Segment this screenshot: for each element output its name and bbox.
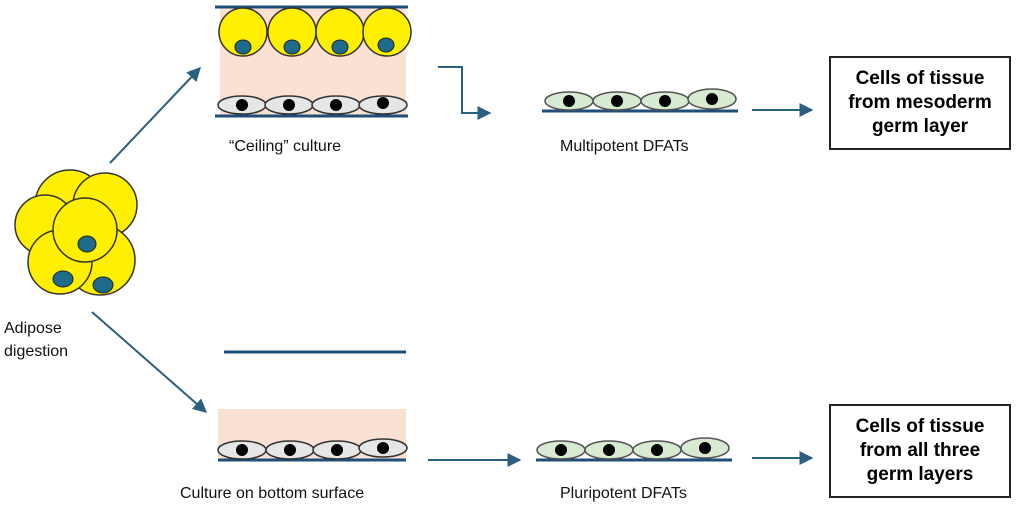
all-three-line-2: from all three <box>859 440 981 461</box>
ceiling-culture-label: “Ceiling” culture <box>229 138 342 155</box>
all-three-outcome-box: Cells of tissue from all three germ laye… <box>829 404 1011 498</box>
ceiling-adipocytes <box>218 7 412 57</box>
arrow-to-multipotent <box>438 66 492 120</box>
multipotent-dfats <box>542 88 738 113</box>
all-three-line-3: germ layers <box>866 464 974 485</box>
pluripotent-dfats <box>536 437 732 462</box>
ceiling-plated-cells <box>217 95 408 115</box>
adipocyte-cluster <box>14 169 138 296</box>
adipose-label-line1: Adipose <box>4 320 62 337</box>
all-three-line-1: Cells of tissue <box>855 416 985 437</box>
mesoderm-outcome-box: Cells of tissue from mesoderm germ layer <box>829 56 1011 150</box>
mesoderm-line-2: from mesoderm <box>848 92 992 113</box>
pluripotent-label: Pluripotent DFATs <box>560 485 687 502</box>
bottom-culture-label: Culture on bottom surface <box>180 485 365 502</box>
adipose-label-line2: digestion <box>4 343 69 360</box>
arrow-to-ceiling-culture <box>109 66 201 164</box>
flow-arrows <box>91 66 814 467</box>
mesoderm-line-1: Cells of tissue <box>855 68 985 89</box>
multipotent-label: Multipotent DFATs <box>560 138 689 155</box>
bottom-culture-flask <box>217 350 408 462</box>
arrow-to-bottom-culture <box>91 311 208 413</box>
ceiling-culture-flask <box>215 5 412 118</box>
mesoderm-line-3: germ layer <box>871 116 969 137</box>
